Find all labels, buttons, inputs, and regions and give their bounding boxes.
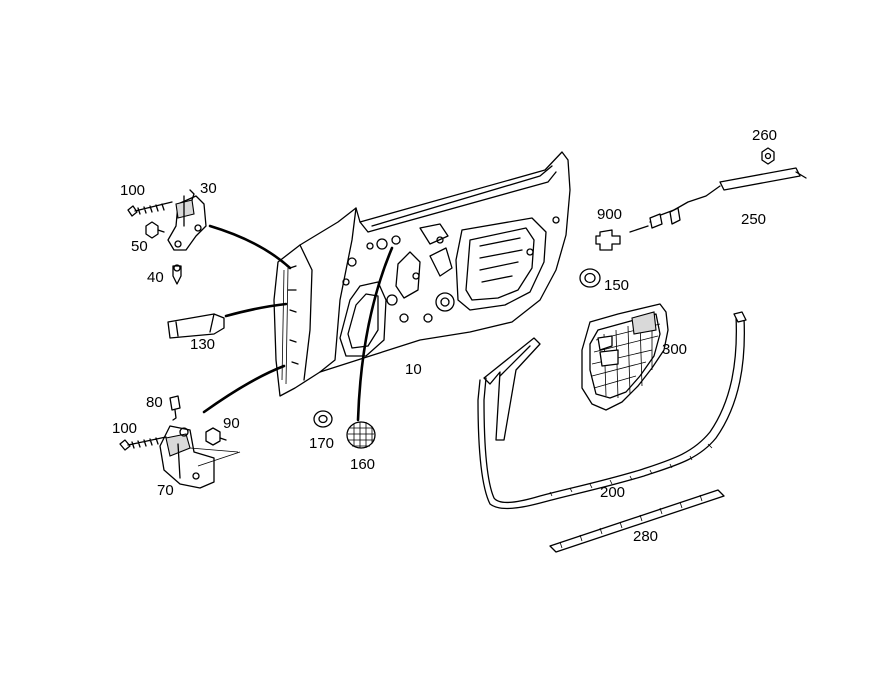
nut-part-90 [189,427,241,467]
callout-70: 70 [157,482,174,499]
callout-80: 80 [146,394,163,411]
callout-150: 150 [604,277,630,294]
callout-100-bottom: 100 [112,420,138,437]
callout-900: 900 [597,206,623,223]
trim-panel-part-300 [581,303,669,411]
callout-250: 250 [741,211,767,228]
callout-40: 40 [147,269,164,286]
leader-130-to-door [224,302,288,318]
callout-160: 160 [350,456,376,473]
leader-70-to-door [202,364,286,414]
seal-strip-part-280 [549,489,725,553]
lower-hinge-part-70 [159,425,215,489]
callout-90: 90 [223,415,240,432]
callout-30: 30 [200,180,217,197]
bolt-part-100-bottom [119,436,167,451]
callout-50: 50 [131,238,148,255]
connector-part-900 [595,225,649,251]
bolt-part-100-top [127,201,173,217]
callout-200: 200 [600,484,626,501]
leader-160-to-door [356,246,394,422]
pin-part-40 [172,264,182,285]
mesh-cover-part-160 [346,421,376,449]
callout-10: 10 [405,361,422,378]
door-check-part-130 [167,313,225,339]
window-channel [483,337,541,441]
callout-130: 130 [190,336,216,353]
leader-30-to-door [208,224,292,270]
screw-part-80 [169,395,181,421]
callout-170: 170 [309,435,335,452]
callout-260: 260 [752,127,778,144]
grommet-part-170 [313,410,333,428]
upper-hinge-part-30 [167,189,207,251]
weatherstrip-part-200 [477,311,747,510]
callout-300: 300 [662,341,688,358]
door-shell-part-10 [273,151,571,397]
callout-100-top: 100 [120,182,146,199]
cable-part-250 [649,167,807,229]
nut-part-50 [145,221,165,239]
nut-part-260 [761,147,775,165]
plug-part-150 [579,268,601,288]
callout-280: 280 [633,528,659,545]
